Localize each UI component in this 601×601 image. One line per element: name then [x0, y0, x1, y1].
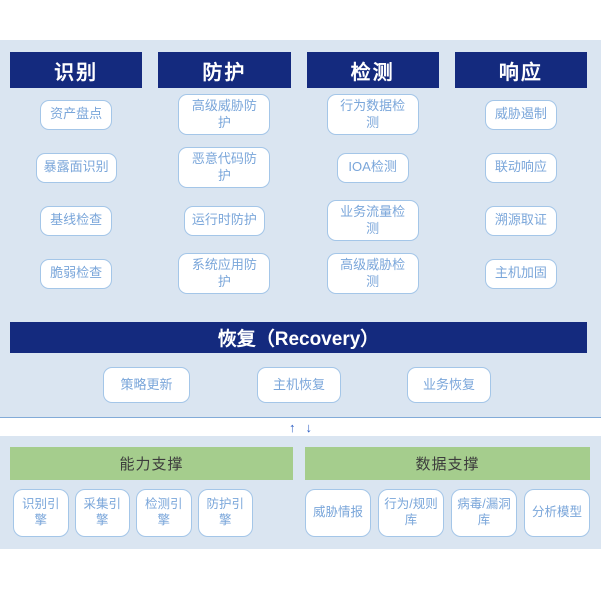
pillar-header-protect: 防护 — [158, 52, 291, 88]
support-header-data: 数据支撑 — [305, 447, 590, 480]
support-box-threat-intelligence: 威胁情报 — [305, 489, 371, 537]
support-box-virus-vuln-library: 病毒/漏洞库 — [451, 489, 517, 537]
up-arrow-icon: ↑ — [289, 419, 296, 435]
capability-box-threat-containment: 威胁遏制 — [484, 99, 557, 130]
recovery-item-host-recovery: 主机恢复 — [257, 367, 341, 403]
capability-box-host-hardening: 主机加固 — [484, 258, 557, 289]
capability-box-malicious-code-protection: 恶意代码防护 — [178, 147, 271, 188]
capability-box-business-traffic-detection: 业务流量检测 — [326, 200, 419, 241]
capability-box-runtime-protection: 运行时防护 — [183, 205, 265, 236]
capability-box-asset-inventory: 资产盘点 — [40, 99, 113, 130]
support-panel: 能力支撑 数据支撑 识别引擎 采集引擎 检测引擎 防护引擎 威胁情报 行为/规则… — [0, 436, 601, 549]
pillar-column-identify: 识别 资产盘点 暴露面识别 基线检查 脆弱检查 — [10, 52, 143, 300]
support-box-detection-engine: 检测引擎 — [136, 489, 192, 537]
capability-box-advanced-threat-protection: 高级威胁防护 — [178, 94, 271, 135]
pillar-column-detect: 检测 行为数据检测 IOA检测 业务流量检测 高级威胁检测 — [306, 52, 439, 300]
framework-panel: 识别 资产盘点 暴露面识别 基线检查 脆弱检查 防护 高级威胁防护 恶意代码防护… — [0, 40, 601, 417]
support-header-capability: 能力支撑 — [10, 447, 293, 480]
support-box-behavior-rule-library: 行为/规则库 — [378, 489, 444, 537]
support-box-collection-engine: 采集引擎 — [74, 489, 130, 537]
pillar-columns: 识别 资产盘点 暴露面识别 基线检查 脆弱检查 防护 高级威胁防护 恶意代码防护… — [10, 52, 587, 300]
support-box-identify-engine: 识别引擎 — [13, 489, 69, 537]
capability-box-advanced-threat-detection: 高级威胁检测 — [326, 253, 419, 294]
recovery-header-bar: 恢复（Recovery） — [10, 322, 587, 353]
pillar-header-detect: 检测 — [306, 52, 439, 88]
data-support-row: 威胁情报 行为/规则库 病毒/漏洞库 分析模型 — [305, 489, 590, 537]
capability-box-ioa-detection: IOA检测 — [336, 152, 409, 183]
capability-box-behavior-data-detection: 行为数据检测 — [326, 94, 419, 135]
recovery-item-policy-update: 策略更新 — [103, 367, 190, 403]
capability-support-row: 识别引擎 采集引擎 检测引擎 防护引擎 — [13, 489, 253, 537]
capability-box-linked-response: 联动响应 — [484, 152, 557, 183]
capability-box-system-app-protection: 系统应用防护 — [178, 253, 271, 294]
capability-box-vulnerability-check: 脆弱检查 — [40, 258, 113, 289]
connector-band: ↑ ↓ — [0, 417, 601, 437]
recovery-item-business-recovery: 业务恢复 — [407, 367, 491, 403]
pillar-column-respond: 响应 威胁遏制 联动响应 溯源取证 主机加固 — [454, 52, 587, 300]
capability-box-traceability-forensics: 溯源取证 — [484, 205, 557, 236]
pillar-header-respond: 响应 — [454, 52, 587, 88]
capability-box-exposure-identification: 暴露面识别 — [35, 152, 117, 183]
down-arrow-icon: ↓ — [305, 419, 313, 435]
pillar-column-protect: 防护 高级威胁防护 恶意代码防护 运行时防护 系统应用防护 — [158, 52, 291, 300]
support-box-analysis-model: 分析模型 — [524, 489, 590, 537]
capability-box-baseline-check: 基线检查 — [40, 205, 113, 236]
capability-box-policy-update: 策略更新 — [103, 367, 190, 403]
pillar-header-identify: 识别 — [10, 52, 143, 88]
support-box-protection-engine: 防护引擎 — [197, 489, 253, 537]
capability-box-host-recovery: 主机恢复 — [257, 367, 341, 403]
capability-box-business-recovery: 业务恢复 — [407, 367, 491, 403]
